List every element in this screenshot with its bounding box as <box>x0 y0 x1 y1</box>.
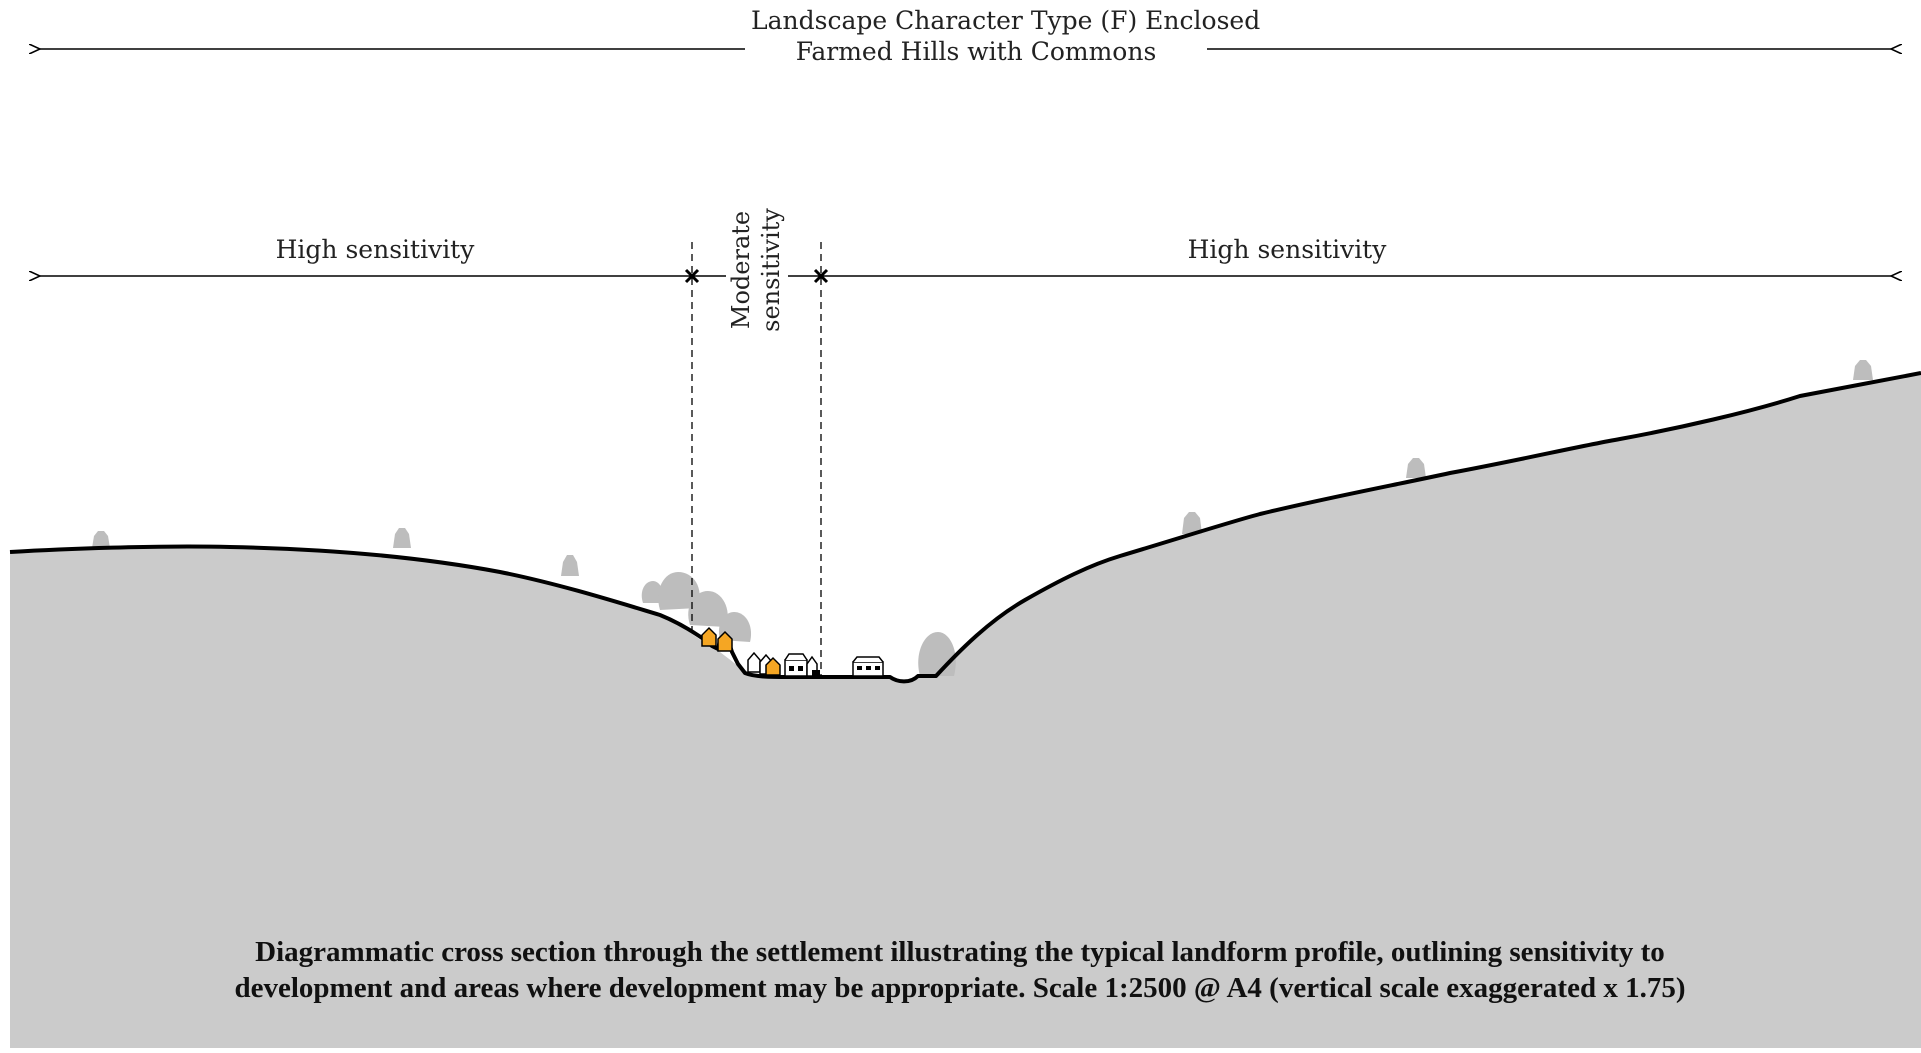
zone-label-middle-line-2: sensitivity <box>757 208 785 332</box>
zone-divider-left-icon <box>684 268 700 284</box>
tree-icon <box>1853 360 1873 380</box>
tree-icon <box>658 572 700 610</box>
tree-icon <box>918 632 956 676</box>
zone-divider-right-icon <box>813 268 829 284</box>
tree-icon <box>1182 512 1202 534</box>
landscape-character-title: Landscape Character Type (F) Enclosed Fa… <box>745 5 1261 67</box>
profile-line <box>9 371 1921 684</box>
tree-icon <box>92 531 110 548</box>
zone-label-left: High sensitivity <box>275 234 475 265</box>
caption-line-1: Diagrammatic cross section through the s… <box>255 936 1665 968</box>
diagram-caption: Diagrammatic cross section through the s… <box>60 934 1860 1006</box>
highlight-building-icon <box>717 630 733 652</box>
caption-line-2: development and areas where development … <box>234 972 1686 1004</box>
highlight-building-icon <box>765 656 781 676</box>
zone-label-right: High sensitivity <box>1187 234 1387 265</box>
building-icon <box>747 651 761 673</box>
title-line-1: Landscape Character Type (F) Enclosed <box>751 6 1261 35</box>
zone-label-middle: Moderate sensitivity <box>726 205 788 335</box>
tree-icon <box>1406 458 1426 478</box>
title-line-2: Farmed Hills with Commons <box>795 37 1157 66</box>
ground-fill <box>10 373 1921 1048</box>
settlement-buildings <box>701 626 884 677</box>
tree-icon <box>561 555 579 576</box>
tree-icon <box>641 581 664 603</box>
zone-label-middle-line-1: Moderate <box>727 210 755 330</box>
tree-icon <box>393 528 411 548</box>
building-icon <box>784 659 808 677</box>
tree-icon <box>688 591 728 627</box>
highlight-building-icon <box>701 626 717 647</box>
